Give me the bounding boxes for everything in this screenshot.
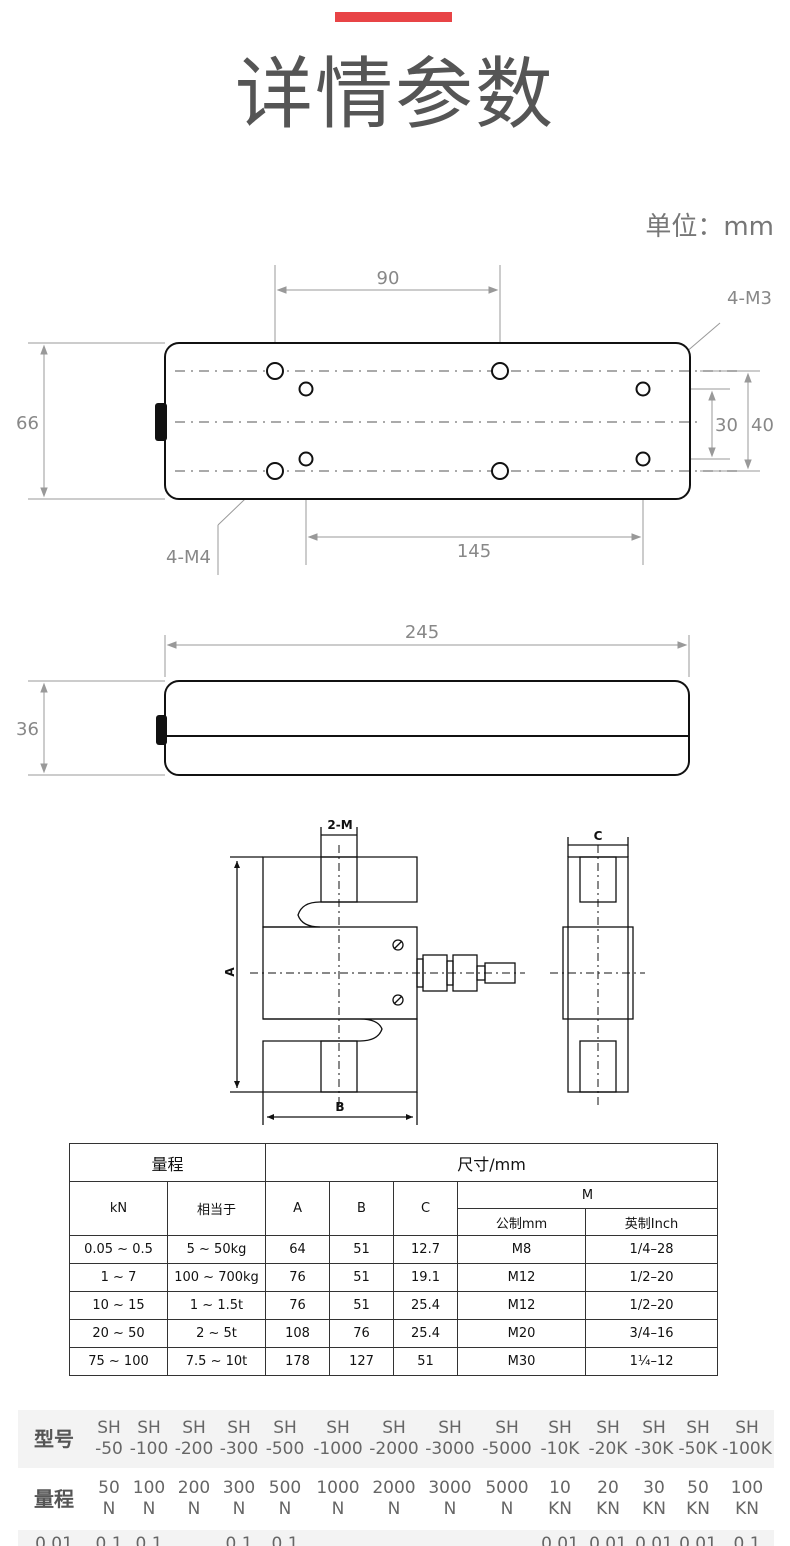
model-row-label: 型号 (34, 1426, 74, 1451)
label-a: A (223, 967, 237, 977)
partial-cell (170, 1530, 218, 1546)
dim-4-m3: 4-M3 (727, 288, 772, 309)
range-row-label: 量程 (34, 1486, 74, 1511)
model-cell: SH-2000 (369, 1418, 419, 1459)
dim-40: 40 (751, 415, 774, 436)
partial-cell: 0.01 (589, 1534, 627, 1546)
partial-cell (478, 1530, 536, 1546)
metric-header: 公制mm (457, 1208, 587, 1236)
a-header: A (265, 1181, 331, 1236)
c-header: C (393, 1181, 459, 1236)
partial-cell: 0.01 (541, 1534, 579, 1546)
model-cell: SH-3000 (425, 1418, 475, 1459)
dimension-spec-table: 量程 尺寸/mm kN 相当于 A B C M 公制mm 英制Inch 0.05… (68, 1143, 719, 1376)
size-header: 尺寸/mm (265, 1143, 719, 1182)
partial-cell: 0.01 (635, 1534, 673, 1546)
dim-4-m4: 4-M4 (166, 547, 211, 568)
unit-label: 单位：mm (645, 212, 774, 242)
s-beam-technical-drawing: 2-M C A B (223, 818, 645, 1125)
model-cell: SH-300 (219, 1418, 259, 1459)
partial-cell: 0.01 (679, 1534, 717, 1546)
partial-cell: 0.1 (95, 1534, 123, 1546)
label-2-m: 2-M (327, 818, 352, 832)
top-view-drawing: 90 4-M3 66 30 40 4-M4 145 (16, 265, 774, 575)
model-cell: SH-500 (265, 1418, 305, 1459)
partial-row: 0.01 0.1 0.1 0.1 0.1 0.01 0.01 0.01 0.01 0.1 (18, 1530, 774, 1546)
m-header: M (457, 1181, 719, 1209)
label-b: B (335, 1100, 344, 1114)
label-c: C (594, 829, 603, 843)
model-cell: SH-20K (588, 1418, 628, 1459)
partial-cell: 0.01 (35, 1534, 73, 1546)
model-cell: SH-50K (678, 1418, 718, 1459)
range-header: 量程 (68, 1143, 267, 1182)
model-cell: SH-10K (540, 1418, 580, 1459)
dim-145: 145 (457, 541, 491, 562)
b-header: B (329, 1181, 395, 1236)
model-cell: SH-200 (174, 1418, 214, 1459)
kn-header: kN (69, 1181, 168, 1236)
dim-90: 90 (377, 268, 400, 289)
model-cell: SH-1000 (313, 1418, 363, 1459)
dim-30: 30 (715, 415, 738, 436)
model-cell: SH-5000 (482, 1418, 532, 1459)
partial-cell: 0.1 (225, 1534, 253, 1546)
page-title: 详情参数 (234, 50, 555, 140)
partial-cell: 0.1 (733, 1534, 761, 1546)
partial-cell (310, 1530, 366, 1546)
model-cell: SH-100K (722, 1418, 772, 1459)
equiv-header: 相当于 (166, 1181, 267, 1236)
dim-66: 66 (16, 413, 39, 434)
partial-cell (366, 1530, 422, 1546)
partial-cell (422, 1530, 478, 1546)
partial-cell: 0.1 (271, 1534, 299, 1546)
partial-cell: 0.1 (135, 1534, 163, 1546)
model-cell: SH-100 (129, 1418, 169, 1459)
model-cell: SH-50 (95, 1418, 123, 1459)
top-accent-bar (335, 12, 452, 22)
dim-245: 245 (405, 622, 439, 643)
imperial-header: 英制Inch (585, 1208, 719, 1236)
model-cell: SH-30K (634, 1418, 674, 1459)
side-view-drawing: 245 36 (16, 622, 690, 776)
dim-36: 36 (16, 719, 39, 740)
